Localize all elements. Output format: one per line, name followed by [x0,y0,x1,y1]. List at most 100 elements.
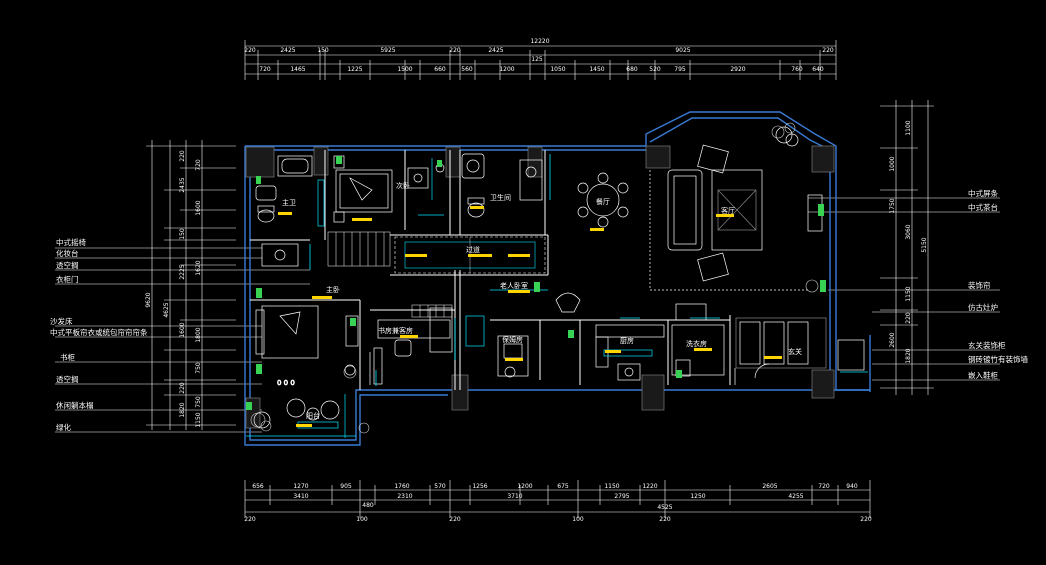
dim-left-8: 1150 [195,412,202,427]
dim-top-extra: 125 [531,56,543,63]
room-nanny: 保姆房 [502,335,523,344]
dim-top-8: 220 [822,47,834,54]
room-dining: 餐厅 [596,197,610,206]
dim-left-outer-2: 4625 [163,302,170,317]
dim-left-5: 1600 [179,322,186,337]
ensuite-bathroom [255,155,325,267]
room-master: 主卧 [326,285,340,294]
dim-bot-13: 940 [846,483,858,490]
master-chair-text: 0 0 0 [277,379,295,387]
label-dressing-table: 化妆台 [56,248,79,258]
label-foyer-cabinet: 玄关装饰柜 [968,340,1006,350]
left-labels: 中式摇椅 化妆台 透空搁 衣柜门 沙发床 中式平板帘衣或统包帘帘帘条 书柜 透空… [50,237,148,432]
dim-right-5: 1820 [905,348,912,363]
dim-bot-r2-2: 480 [362,502,374,509]
dim-right-3: 1150 [905,286,912,301]
dim-top-r2-1: 720 [259,66,271,73]
dim-left-3: 150 [179,228,186,240]
left-leaders [55,247,310,433]
dim-top-r2-12: 795 [674,66,686,73]
dim-top-7: 9025 [675,47,690,54]
dim-bot-r3-5: 4525 [657,504,672,511]
label-decor-curtain: 装饰帘 [968,280,991,290]
dim-left-1: 220 [179,150,186,162]
room-guest-bath: 卫生间 [490,193,511,202]
label-tea-table: 中式茶台 [968,202,998,212]
dim-left-r2-2: 1600 [195,200,202,215]
foyer-laundry [671,317,865,385]
label-rocking-chair: 中式摇椅 [56,237,86,247]
dim-top-5: 220 [449,47,461,54]
right-dimensions [880,100,934,395]
right-leaders [808,197,1000,381]
dim-top-1: 220 [244,47,256,54]
dim-top-r2-13: 2920 [730,66,745,73]
dim-top-4: 5925 [380,47,395,54]
dim-left-outer-1: 9620 [145,292,152,307]
dim-bot-6: 1256 [472,483,487,490]
dim-left-2: 2435 [179,177,186,192]
label-screen: 中式屏条 [968,188,998,198]
dim-top-2: 2425 [280,47,295,54]
dim-left-r2-3: 1620 [195,260,202,275]
dim-top-r2-11: 520 [649,66,661,73]
dim-bot-r2-7: 4255 [788,493,803,500]
dim-top-r2-7: 1200 [499,66,514,73]
dim-bot-r3-2: 100 [356,516,368,523]
dim-top-r2-14: 760 [791,66,803,73]
label-curtain: 中式平板帘衣或统包帘帘帘条 [50,327,148,337]
dim-top-r2-8: 1050 [550,66,565,73]
dim-bot-3: 905 [340,483,352,490]
dim-right-1: 1100 [905,120,912,135]
label-open-shelf-2: 透空搁 [56,374,79,384]
room-labels: 主卫 次卧 卫生间 餐厅 客厅 过道 主卧 老人卧室 书房兼客房 保姆房 厨房 … [282,181,802,420]
dim-top-r2-15: 640 [812,66,824,73]
dim-top-3: 150 [317,47,329,54]
dim-top-r2-9: 1450 [589,66,604,73]
room-foyer: 玄关 [788,347,802,356]
bottom-dimensions [244,480,871,518]
room-kitchen: 厨房 [620,336,634,345]
living-room-set [649,126,823,291]
left-dimensions [146,140,236,430]
label-shoe-cabinet: 嵌入鞋柜 [968,370,998,380]
cyan-accents [246,154,868,437]
dim-right-2: 3060 [905,224,912,239]
dim-bot-9: 1150 [604,483,619,490]
dim-left-4: 2225 [179,264,186,279]
dim-left-r2-1: 720 [195,159,202,171]
dim-bot-r3-3: 220 [449,516,461,523]
dim-right-4: 220 [905,312,912,324]
label-bookcase: 书柜 [60,352,75,362]
dim-bot-7: 1200 [517,483,532,490]
dim-bot-r3-7: 220 [860,516,872,523]
top-dimension-texts: 12220 220 2425 150 5925 220 2425 9025 22… [244,38,834,73]
wardrobe-blocks [327,231,453,318]
green-plants [246,156,826,410]
label-greenery: 绿化 [56,422,71,432]
room-ensuite: 主卫 [282,198,296,207]
label-lounge-bed: 休闲躺本榻 [56,400,94,410]
secondary-bedroom [333,155,429,223]
top-dimensions [244,40,837,80]
dim-bot-r3-1: 220 [244,516,256,523]
label-feature-wall: 钢砖镀竹有装饰墙 [968,354,1028,364]
dim-left-r2-6: 750 [195,396,202,408]
label-wardrobe-door: 衣柜门 [56,274,79,284]
dim-right-r2-3: 2600 [889,332,896,347]
dim-bot-r2-6: 1250 [690,493,705,500]
label-open-shelf: 透空搁 [56,260,79,270]
dim-top-r2-5: 660 [434,66,446,73]
bottom-dimension-texts: 656 1270 905 1760 570 1256 1200 675 1150… [244,483,872,523]
dim-bot-11: 2605 [762,483,777,490]
dim-right-r2-2: 1750 [889,198,896,213]
right-dimension-texts: 5150 1100 3060 1150 220 1820 1000 1750 2… [889,120,928,363]
room-elder: 老人卧室 [500,281,528,290]
dim-top-r2-6: 560 [461,66,473,73]
kitchen [595,303,707,381]
master-bedroom: 0 0 0 [255,305,359,387]
room-balcony: 阳台 [306,411,320,420]
room-living: 客厅 [721,206,735,215]
dim-bot-r2-4: 3710 [507,493,522,500]
